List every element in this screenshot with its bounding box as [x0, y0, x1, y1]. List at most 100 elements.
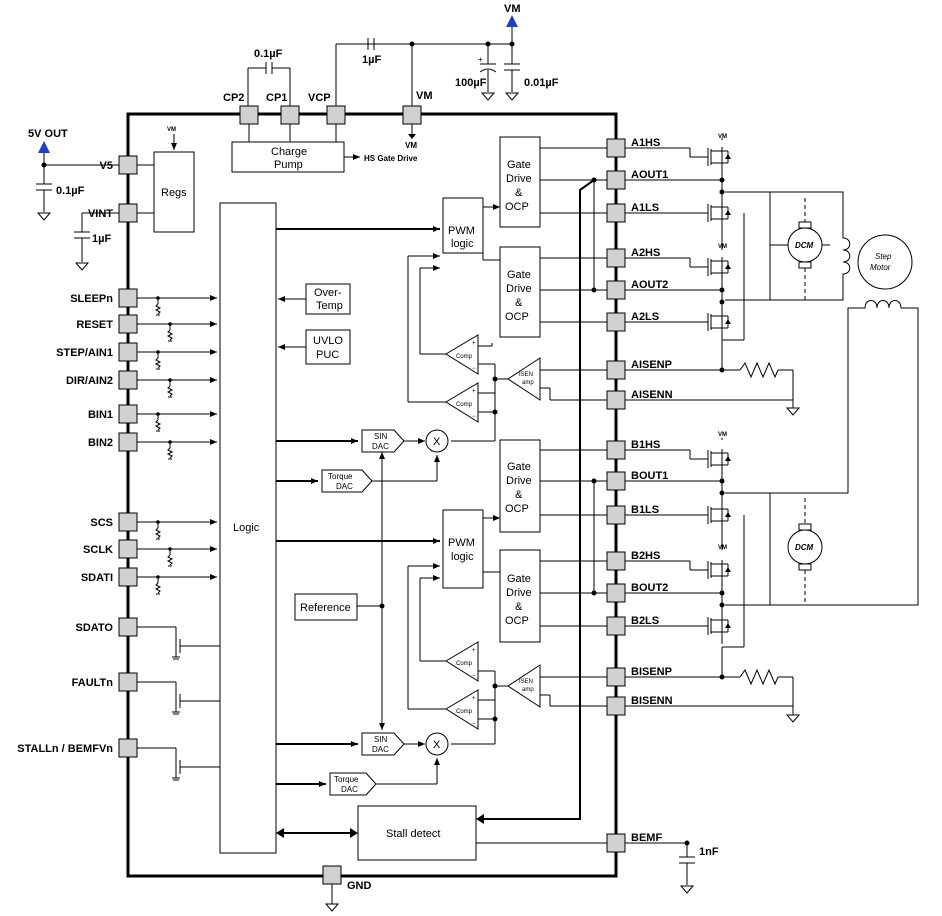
- step-motor-icon: [857, 234, 913, 290]
- svg-text:Drive: Drive: [506, 173, 532, 185]
- torque-dac-b: [329, 772, 377, 796]
- logic-label: Logic: [233, 522, 260, 534]
- right-pin-label: BOUT1: [631, 470, 668, 482]
- isen-amp-a: [507, 357, 541, 401]
- ground-icon: [679, 885, 695, 894]
- ground-icon: [785, 407, 801, 416]
- left-pin-label: DIR/AIN2: [66, 375, 113, 387]
- vm-internal-label: VM: [405, 141, 417, 150]
- pin-pad: [606, 440, 626, 460]
- svg-text:SIN: SIN: [374, 735, 388, 744]
- left-pin-label: RESET: [76, 319, 113, 331]
- pin-pad: [606, 248, 626, 268]
- pin-pad: [118, 539, 138, 559]
- svg-text:logic: logic: [451, 551, 474, 563]
- right-pin-label: A2LS: [631, 311, 659, 323]
- right-pin-label: A1LS: [631, 202, 659, 214]
- pin-cp1: CP1: [266, 92, 287, 104]
- svg-text:Charge: Charge: [271, 146, 307, 158]
- gate-wires: [540, 147, 607, 627]
- svg-text:OCP: OCP: [505, 311, 529, 323]
- left-pin-label: V5: [100, 160, 113, 172]
- svg-text:PUC: PUC: [316, 349, 339, 361]
- vm-supply-arrow-icon: [506, 15, 518, 27]
- ground-icon: [74, 262, 90, 271]
- pin-pad: [118, 370, 138, 390]
- ground-icon: [480, 92, 496, 101]
- vm-supply-label: VM: [504, 3, 521, 15]
- left-pin-label: FAULTn: [72, 677, 114, 689]
- svg-text:OCP: OCP: [505, 503, 529, 515]
- open-drain-outputs: [137, 626, 220, 781]
- sense-resistors: 1nF: [625, 340, 801, 894]
- svg-text:+: +: [478, 55, 483, 64]
- channel-a-control: PWM logic Gate Drive & OCP Gate Drive & …: [276, 136, 607, 493]
- right-pin-label: B1LS: [631, 504, 659, 516]
- right-pin-label: B1HS: [631, 439, 660, 451]
- svg-text:DAC: DAC: [336, 482, 353, 491]
- svg-text:+: +: [472, 648, 476, 654]
- comparator-b1: [445, 641, 479, 682]
- pin-pad: [606, 390, 626, 410]
- top-pins: CP2 CP1 VCP VM VM: [223, 90, 433, 150]
- svg-text:Gate: Gate: [507, 573, 531, 585]
- pin-pad: [606, 280, 626, 300]
- vm-bypass-cap-label: 0.01µF: [524, 77, 559, 89]
- input-lines: [137, 295, 217, 595]
- gnd-pin: GND: [322, 865, 372, 912]
- charge-pump-block: Charge Pump HS Gate Drive: [231, 124, 418, 173]
- pwm-logic-b: [442, 509, 484, 589]
- gate-drive-a2: [499, 246, 541, 338]
- pin-pad: [606, 616, 626, 636]
- pin-pad: [606, 551, 626, 571]
- svg-text:logic: logic: [451, 238, 474, 250]
- multiplier-a: [425, 429, 449, 453]
- right-pin-label: AOUT1: [631, 169, 668, 181]
- comparator-b2: [445, 689, 479, 730]
- right-pin-label: BISENN: [631, 695, 673, 707]
- torque-dac-a: [321, 469, 373, 493]
- svg-text:Stall detect: Stall detect: [386, 828, 440, 840]
- svg-text:Pump: Pump: [274, 159, 303, 171]
- svg-text:−: −: [472, 673, 476, 679]
- v5-cap-label: 0.1µF: [56, 185, 85, 197]
- svg-text:GND: GND: [347, 880, 372, 892]
- pwm-logic-a: [442, 197, 484, 254]
- pin-pad: [118, 512, 138, 532]
- right-pin-label: BISENP: [631, 666, 672, 678]
- reference-block: Reference: [294, 450, 385, 730]
- svg-text:&: &: [515, 601, 523, 613]
- pin-pad: [118, 314, 138, 334]
- svg-text:DAC: DAC: [372, 745, 389, 754]
- svg-text:Gate: Gate: [507, 461, 531, 473]
- pin-pad: [606, 138, 626, 158]
- right-pin-label: A1HS: [631, 137, 660, 149]
- v5out-label: 5V OUT: [28, 128, 68, 140]
- left-pin-label: BIN1: [88, 409, 113, 421]
- vm-label: VM: [718, 545, 727, 551]
- hs-gate-drive-label: HS Gate Drive: [364, 154, 418, 163]
- svg-text:Drive: Drive: [506, 587, 532, 599]
- vm-supply: VM + 100µF 0.01µF 1µF 0.1µF: [247, 3, 559, 106]
- motors: DCM Step Motor DCM: [725, 191, 919, 606]
- pin-pad: [606, 170, 626, 190]
- pin-pad: [118, 672, 138, 692]
- ground-icon: [504, 92, 520, 101]
- pin-pad: [606, 583, 626, 603]
- left-pin-label: SLEEPn: [70, 293, 113, 305]
- right-pin-label: B2LS: [631, 615, 659, 627]
- svg-text:Gate: Gate: [507, 159, 531, 171]
- svg-text:DAC: DAC: [341, 785, 358, 794]
- pin-pad: [606, 203, 626, 223]
- pin-pad: [606, 312, 626, 332]
- stall-detect-block: Stall detect: [276, 177, 607, 861]
- left-pin-label: SCLK: [83, 544, 113, 556]
- svg-text:Step: Step: [875, 252, 892, 261]
- svg-text:Temp: Temp: [316, 300, 343, 312]
- right-pin-label: AISENN: [631, 389, 673, 401]
- svg-text:X: X: [433, 739, 441, 751]
- pin-pad: [118, 738, 138, 758]
- comparator-a1: [445, 334, 479, 375]
- pin-pad: [118, 203, 138, 223]
